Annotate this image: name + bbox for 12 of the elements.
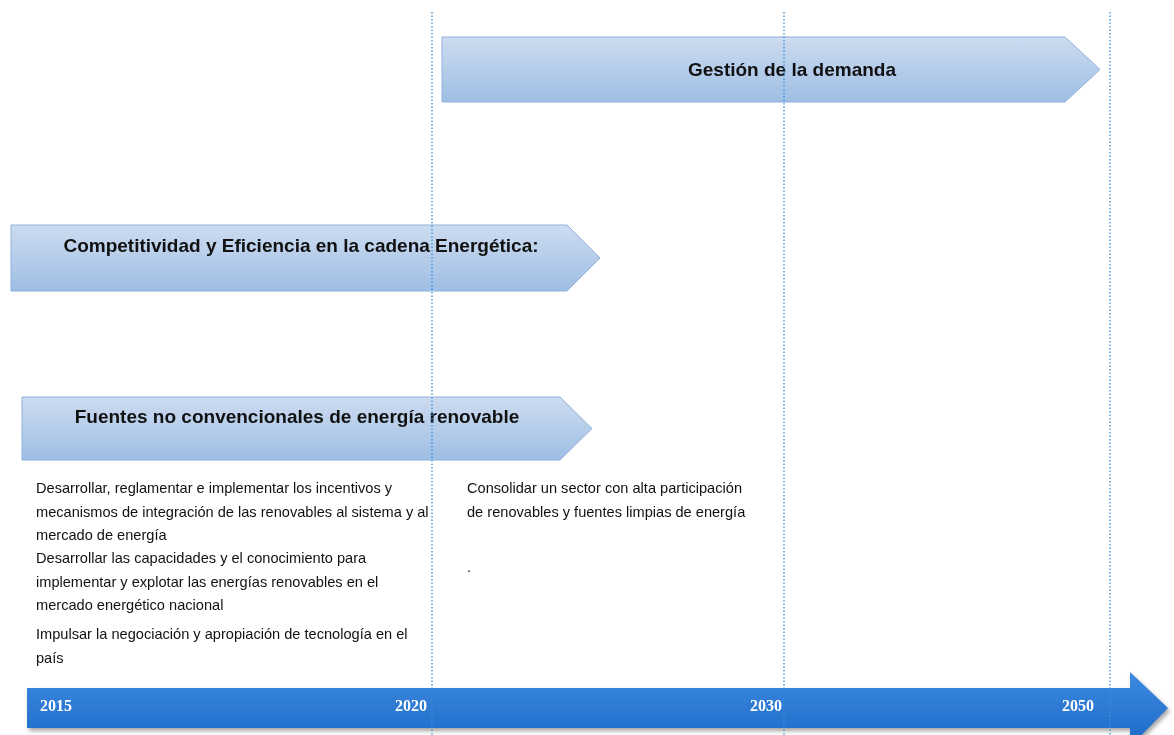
phase-title: Competitividad y Eficiencia en la cadena Energética: [62, 234, 540, 258]
description-text: . [467, 558, 473, 577]
year-label: 2020 [395, 697, 427, 715]
phase-title: Fuentes no convencionales de energía renovable [73, 404, 521, 429]
description-text: Consolidar un sector con alta participación de renovables y fuentes limpias de energía [467, 479, 747, 522]
phase-title: Gestión de la demanda [687, 57, 897, 82]
year-label: 2030 [750, 697, 782, 715]
description-text: Desarrollar las capacidades y el conocimiento para implementar y explotar las energías renovables en el mercado energético nacional [36, 549, 380, 615]
description-text: Desarrollar, reglamentar e implementar los incentivos y mecanismos de integración de las renovables al sistema y al mercado de energía [36, 479, 430, 545]
description-text: Impulsar la negociación y apropiación de tecnología en el país [36, 625, 409, 668]
year-label: 2015 [40, 697, 72, 715]
year-label: 2050 [1062, 697, 1094, 715]
